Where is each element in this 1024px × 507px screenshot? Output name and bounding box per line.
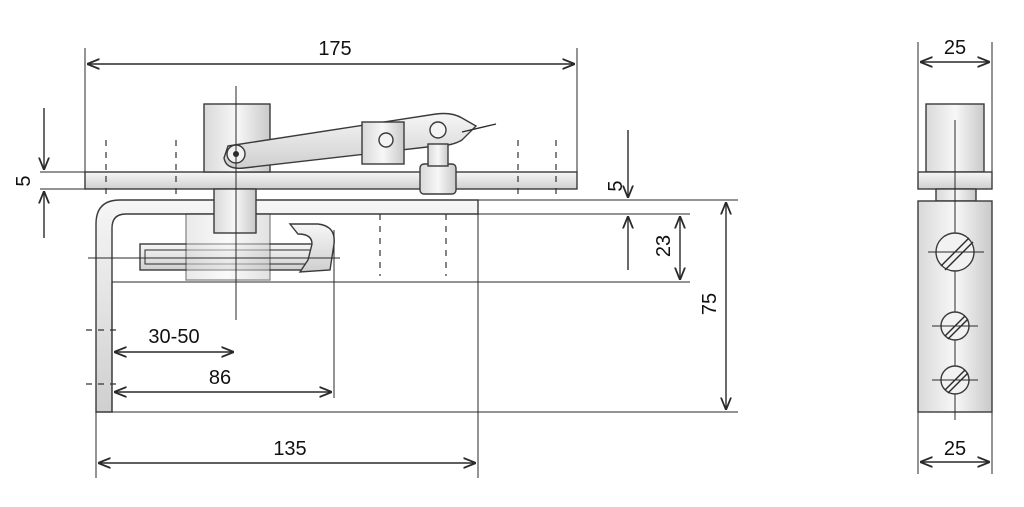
- dim-top-plate-thickness: 5: [13, 175, 35, 186]
- screw-middle: [932, 311, 978, 341]
- dim-gap: 5: [605, 180, 627, 191]
- side-view: 25 25: [917, 37, 993, 474]
- dim-overall-width: 175: [318, 38, 351, 60]
- dim-side-width-bottom: 25: [944, 438, 966, 460]
- dim-adjust-range: 30-50: [148, 326, 199, 348]
- lever-arm: [223, 112, 478, 169]
- screw-bottom: [932, 365, 978, 395]
- roller: [419, 163, 457, 195]
- clip-hole: [378, 132, 394, 148]
- dim-pivot-offset: 86: [209, 367, 231, 389]
- dim-body-length: 135: [273, 438, 306, 460]
- dim-side-width-top: 25: [944, 37, 966, 59]
- front-view: 175 5 5 23 75 30-50 86 135: [13, 38, 738, 478]
- roller-stem: [427, 143, 449, 167]
- arm-hook: [288, 223, 335, 273]
- dim-total-height: 75: [699, 293, 721, 315]
- side-neck: [935, 188, 977, 202]
- lower-bracket: [95, 199, 479, 413]
- pivot-post-lower: [213, 188, 257, 234]
- dim-arm-height: 23: [653, 235, 675, 257]
- top-plate: [84, 171, 578, 190]
- lever-tip-pin: [429, 121, 447, 139]
- lever-tip: [461, 123, 497, 133]
- screw-top: [928, 232, 984, 272]
